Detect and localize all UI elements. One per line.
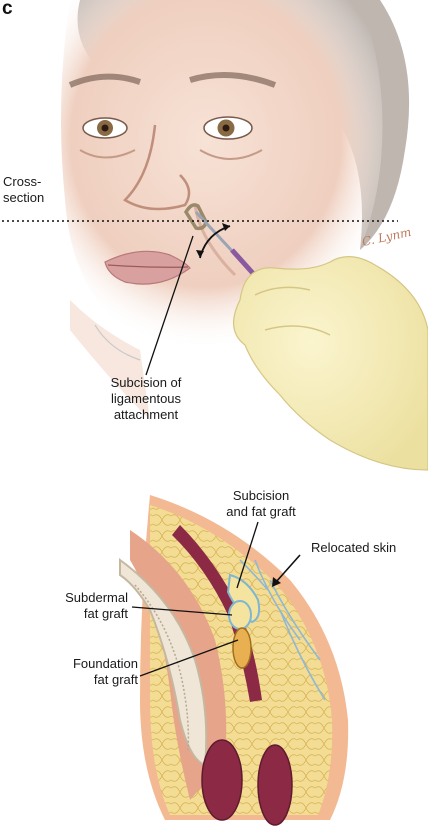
bone-layer (119, 558, 208, 767)
left-eyebrow (68, 73, 141, 88)
label-subdermal-fat-graft: Subdermal fat graft (65, 590, 128, 621)
neck (70, 300, 150, 420)
lips (104, 250, 191, 285)
label-subcision-fat-graft: Subcision and fat graft (226, 488, 296, 519)
label-foundation-fat-graft: Foundation fat graft (72, 656, 138, 687)
face-illustration (61, 0, 428, 471)
leader-line-subcision-fat-graft (236, 521, 259, 589)
muscle-belly-left (201, 739, 243, 821)
leader-line-subcision-ligament (145, 235, 194, 376)
cross-section-illustration (119, 495, 349, 826)
subdermal-fat-graft (228, 600, 252, 630)
muscle-layer (172, 525, 262, 702)
gloved-hand (233, 256, 428, 471)
relocated-skin-arrow (272, 554, 301, 587)
nose (122, 124, 191, 211)
panel-letter: c (2, 0, 13, 19)
label-relocated-skin: Relocated skin (311, 540, 397, 555)
muscle-belly-right (257, 744, 293, 826)
right-eyebrow (189, 72, 277, 88)
label-cross-section: Cross- section (3, 174, 45, 205)
foundation-fat-graft (232, 627, 252, 669)
subcision-motion-arrow (196, 223, 231, 259)
leader-line-foundation-fat-graft (139, 639, 239, 677)
leader-line-subdermal-fat-graft (131, 606, 233, 616)
label-subcision-ligamentous: Subcision of ligamentous attachment (110, 375, 182, 422)
fibrous-septa (239, 559, 326, 701)
